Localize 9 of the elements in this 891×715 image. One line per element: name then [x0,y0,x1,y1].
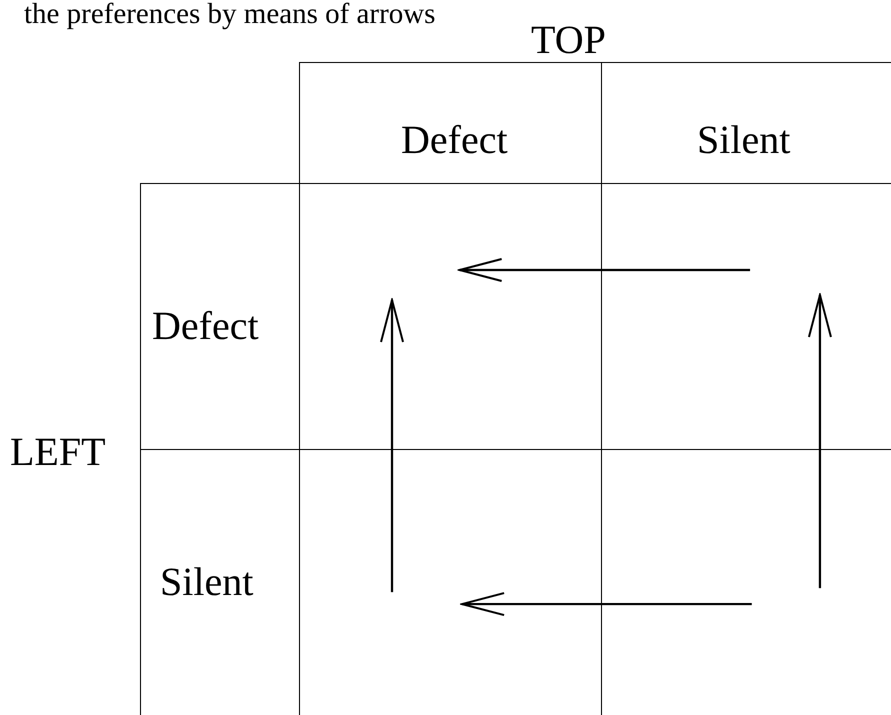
arrow [461,592,752,616]
arrow [458,258,750,282]
table-cell [299,449,601,715]
table-cell [601,183,891,449]
table-cell [601,449,891,715]
table-cell [299,183,601,449]
caption-text: the preferences by means of arrows [24,0,436,29]
arrow [808,294,832,588]
arrow [380,299,404,592]
